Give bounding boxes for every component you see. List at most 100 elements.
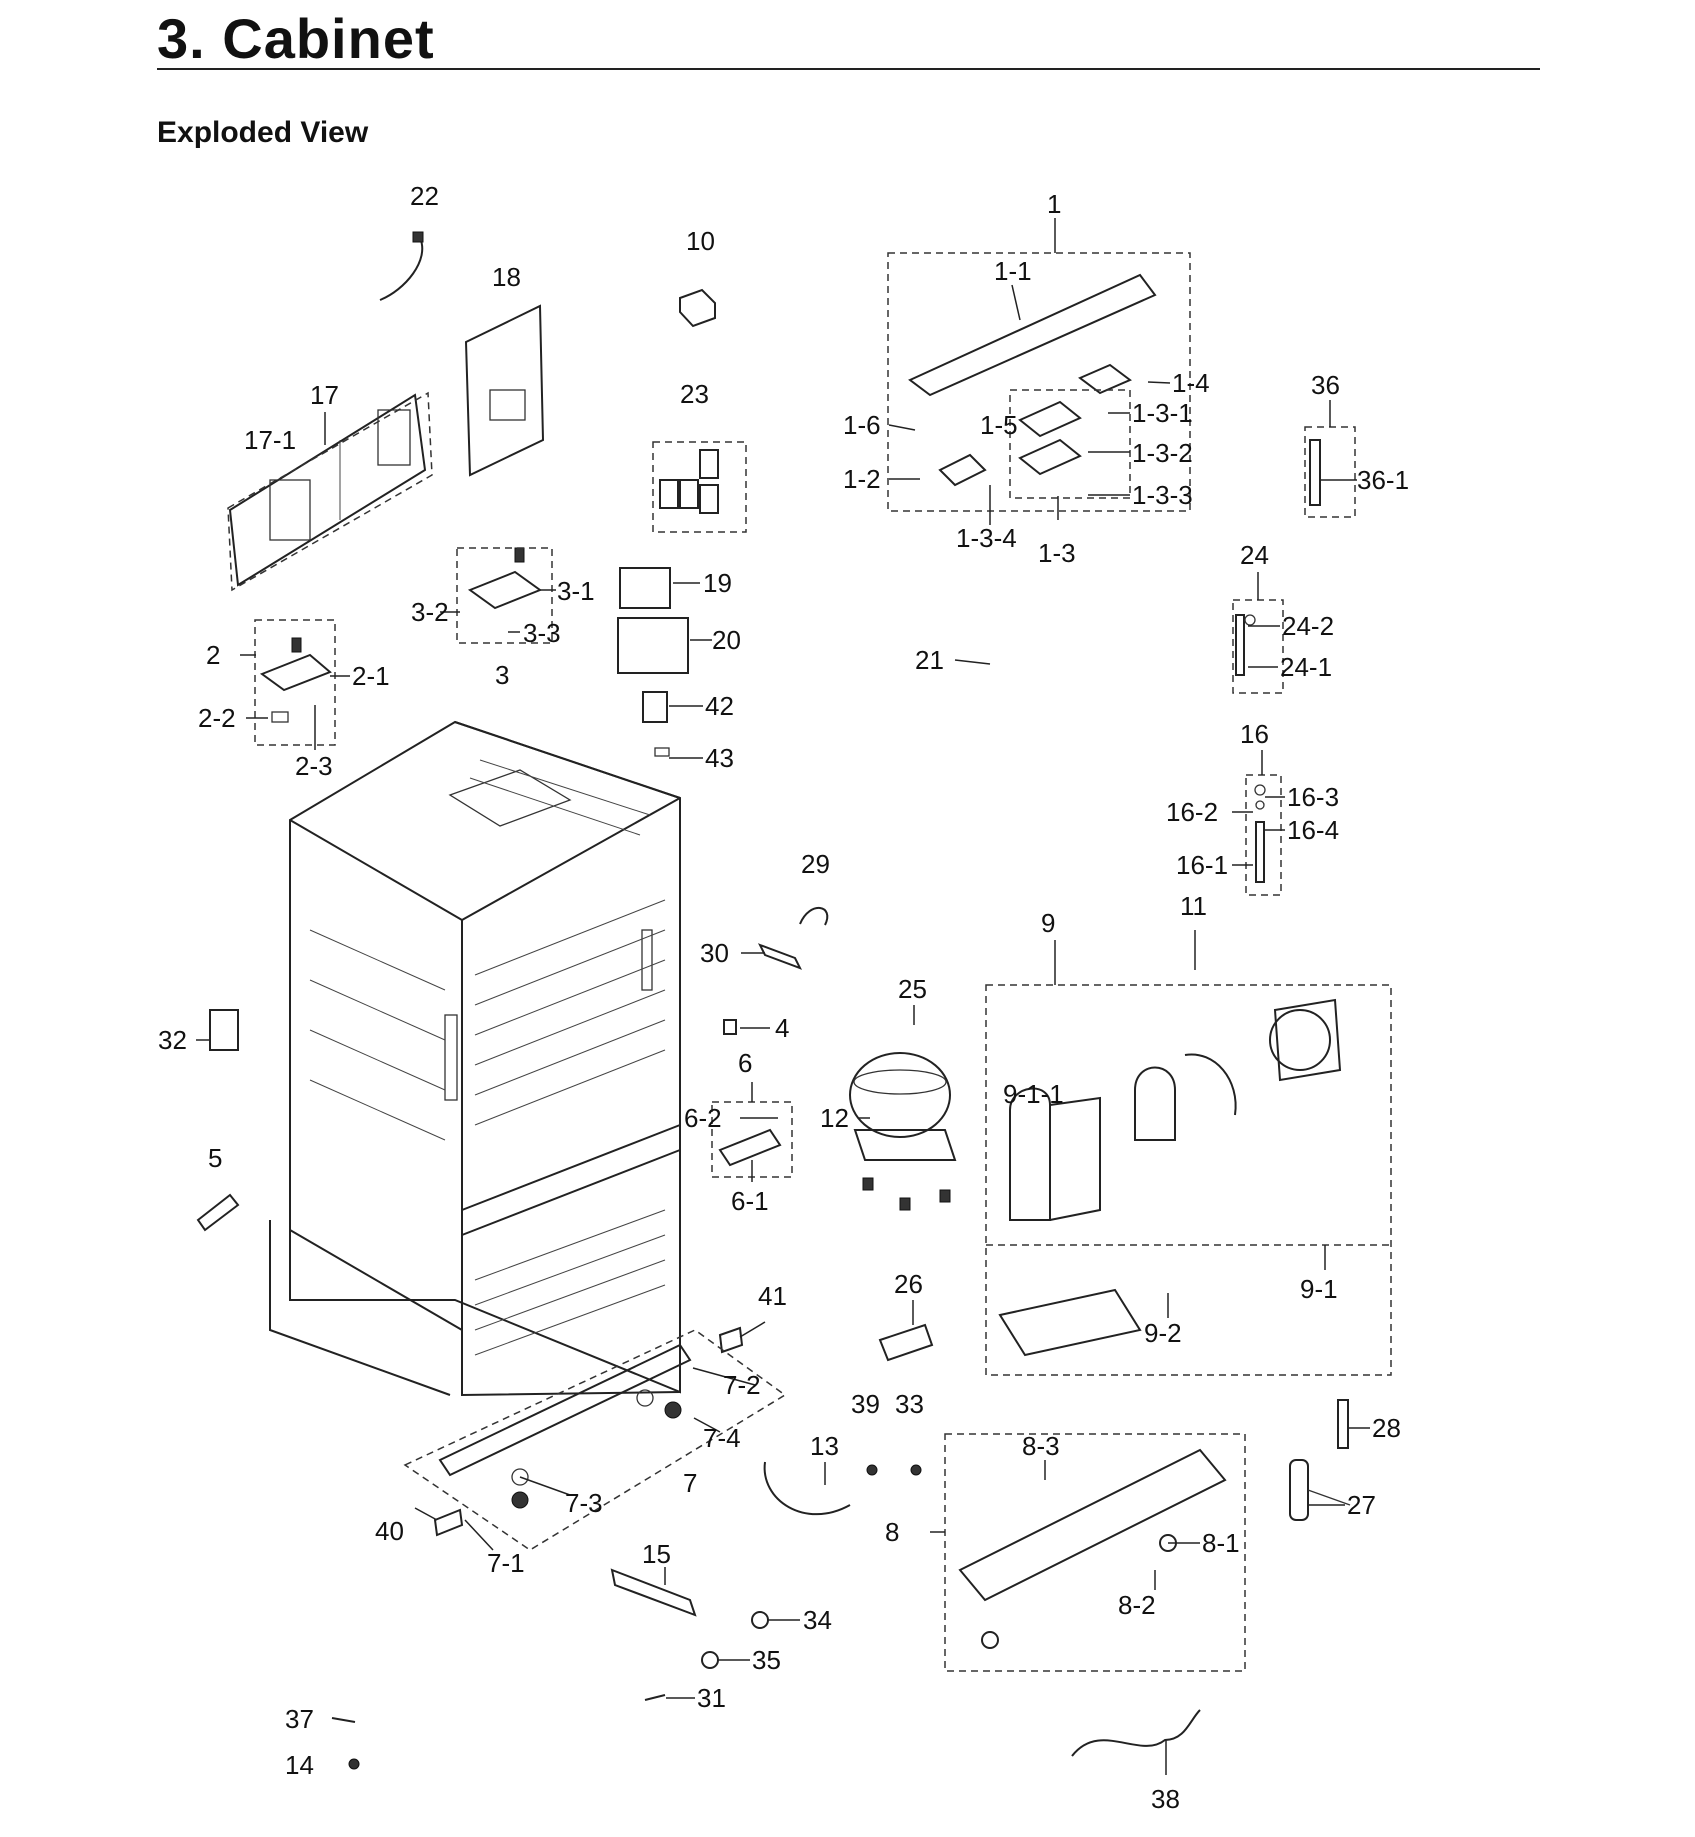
callout: 7-2 [723, 1370, 761, 1400]
callout: 13 [810, 1431, 839, 1461]
part-screw-14 [348, 1758, 360, 1770]
box-9 [985, 984, 1392, 1376]
box-8 [944, 1433, 1246, 1672]
callout: 16 [1240, 719, 1269, 749]
part-screw-37 [331, 1717, 356, 1723]
callout: 6 [738, 1048, 752, 1078]
callout: 28 [1372, 1413, 1401, 1443]
part-bracket-40 [433, 1508, 464, 1537]
part-wire-38 [1071, 1709, 1201, 1757]
callout: 2-1 [352, 661, 390, 691]
callout: 23 [680, 379, 709, 409]
part-filter-27 [1289, 1459, 1351, 1521]
box-2 [254, 619, 336, 746]
box-23 [652, 441, 747, 533]
callout: 8-2 [1118, 1590, 1156, 1620]
part-foot-34 [751, 1611, 769, 1629]
part-rear-panel-cover [464, 304, 545, 477]
title-rule [157, 68, 1540, 70]
callout: 17-1 [244, 425, 296, 455]
callout: 7-1 [487, 1548, 525, 1578]
box-16 [1245, 774, 1282, 896]
part-pcb-main [617, 567, 689, 757]
callout: 1 [1047, 189, 1061, 219]
callout: 35 [752, 1645, 781, 1675]
callout: 21 [915, 645, 944, 675]
callout: 18 [492, 262, 521, 292]
callout: 5 [208, 1143, 222, 1173]
part-condenser-assembly [998, 998, 1342, 1357]
callout: 3 [495, 660, 509, 690]
callout: 1-3-1 [1132, 398, 1193, 428]
callout: 29 [801, 849, 830, 879]
callout: 16-1 [1176, 850, 1228, 880]
part-cap-28 [1337, 1399, 1349, 1449]
callout: 16-3 [1287, 782, 1339, 812]
callout: 2 [206, 640, 220, 670]
callout: 1-3-2 [1132, 438, 1193, 468]
callout: 1-1 [994, 256, 1032, 286]
callout: 6-1 [731, 1186, 769, 1216]
part-hinge-6 [718, 1128, 782, 1167]
part-cover-15 [610, 1568, 697, 1617]
box-1-3 [1009, 389, 1131, 499]
callout: 32 [158, 1025, 187, 1055]
callout: 8-3 [1022, 1431, 1060, 1461]
callout: 9-1-1 [1003, 1079, 1064, 1109]
part-clip-31 [644, 1694, 666, 1701]
part-cap-39 [866, 1464, 878, 1476]
box-17 [227, 391, 433, 592]
section-subtitle: Exploded View [157, 116, 369, 149]
callout: 38 [1151, 1784, 1180, 1814]
callout: 3-1 [557, 576, 595, 606]
callout: 34 [803, 1605, 832, 1635]
part-bracket-5 [196, 1193, 240, 1232]
callout: 1-4 [1172, 368, 1210, 398]
callout: 36-1 [1357, 465, 1409, 495]
callout: 10 [686, 226, 715, 256]
callout: 9-2 [1144, 1318, 1182, 1348]
callout: 22 [410, 181, 439, 211]
callout: 16-4 [1287, 815, 1339, 845]
callout: 31 [697, 1683, 726, 1713]
callout: 42 [705, 691, 734, 721]
callout: 27 [1347, 1490, 1376, 1520]
leader-lines [196, 218, 1370, 1775]
callout: 41 [758, 1281, 787, 1311]
callout: 30 [700, 938, 729, 968]
part-cover-back [228, 393, 427, 587]
part-rail-7 [438, 1343, 692, 1509]
part-hinge-clips [659, 449, 719, 514]
callout: 3-3 [523, 618, 561, 648]
part-base-plate-8 [958, 1448, 1227, 1649]
callout: 2-2 [198, 703, 236, 733]
page-title: 3. Cabinet [157, 7, 435, 70]
callout: 24-1 [1280, 652, 1332, 682]
callout: 1-2 [843, 464, 881, 494]
callout: 7-3 [565, 1488, 603, 1518]
callout: 26 [894, 1269, 923, 1299]
part-water-tube-16 [1254, 784, 1266, 883]
callout: 33 [895, 1389, 924, 1419]
part-upper-hinge-2 [259, 637, 332, 723]
callout: 1-3-4 [956, 523, 1017, 553]
callout: 1-3 [1038, 538, 1076, 568]
callout: 37 [285, 1704, 314, 1734]
part-upper-hinge-3 [467, 547, 543, 610]
part-cap-4 [723, 1019, 737, 1035]
part-relay [679, 288, 716, 328]
callout: 1-5 [980, 410, 1018, 440]
callout-labels: 22 18 10 1 1-1 17 17-1 23 1-4 36 1-6 1-5… [158, 181, 1409, 1814]
callout: 6-2 [684, 1103, 722, 1133]
callout: 16-2 [1166, 797, 1218, 827]
callout: 40 [375, 1516, 404, 1546]
callout: 39 [851, 1389, 880, 1419]
callout: 3-2 [411, 597, 449, 627]
callout: 4 [775, 1013, 789, 1043]
callout: 11 [1180, 891, 1207, 921]
callout: 15 [642, 1539, 671, 1569]
part-bracket-41 [718, 1326, 744, 1354]
callout: 17 [310, 380, 339, 410]
part-drain-hose-13 [763, 1461, 851, 1516]
